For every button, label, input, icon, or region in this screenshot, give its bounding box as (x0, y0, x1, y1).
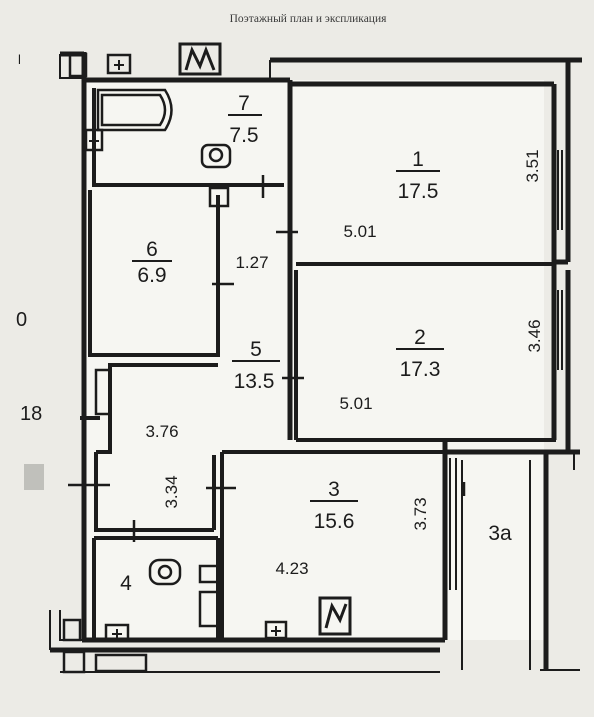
dim-hall-width: 3.76 (145, 422, 178, 441)
vent-icons (178, 42, 352, 636)
side-mark-middle: 0 (16, 309, 27, 331)
room-7-area: 7.5 (229, 124, 258, 147)
plan-title: Поэтажный план и экспликация (230, 13, 388, 25)
dim-room1-width: 5.01 (343, 222, 376, 241)
outer-walls (50, 51, 582, 670)
room-labels: 7 7.5 1 17.5 6 6.9 2 17.3 5 13.5 3 15.6 … (120, 92, 512, 595)
door-ticks (68, 175, 466, 542)
interior-fill (82, 80, 544, 640)
toilet-icon-bottom (148, 558, 220, 628)
dim-room2-depth: 3.46 (525, 319, 544, 352)
radiator-icons (62, 52, 288, 674)
room-6-area: 6.9 (137, 264, 166, 287)
interior-walls (80, 88, 556, 640)
dim-room1-depth: 3.51 (523, 149, 542, 182)
room-1-number: 1 (412, 148, 424, 171)
side-mark-number: 18 (20, 403, 42, 425)
room-4-number: 4 (120, 572, 132, 595)
radiator-icon-plus (89, 60, 281, 639)
dim-hall-depth: 3.34 (162, 475, 181, 508)
room-3a-number: 3a (488, 522, 512, 545)
room-5-number: 5 (250, 338, 262, 361)
dim-corridor-width: 1.27 (235, 253, 268, 272)
bathtub-icon (96, 88, 173, 132)
room-1-area: 17.5 (398, 180, 439, 203)
windows (449, 150, 563, 590)
dimension-labels: 3.51 5.01 1.27 3.46 5.01 3.76 3.34 3.73 … (145, 149, 544, 578)
room-2-area: 17.3 (400, 358, 441, 381)
room-2-number: 2 (414, 326, 426, 349)
dim-room2-width: 5.01 (339, 394, 372, 413)
room-7-number: 7 (238, 92, 250, 115)
room-3-number: 3 (328, 478, 340, 501)
dim-room3-depth: 3.73 (411, 497, 430, 530)
room-3-area: 15.6 (314, 510, 355, 533)
room-6-number: 6 (146, 238, 158, 261)
dim-room3-width: 4.23 (275, 559, 308, 578)
outline-lines (49, 54, 580, 673)
toilet-icon-top (200, 143, 232, 208)
side-mark-top: l (18, 52, 21, 67)
blurred-label (24, 464, 44, 490)
room-5-area: 13.5 (234, 370, 275, 393)
